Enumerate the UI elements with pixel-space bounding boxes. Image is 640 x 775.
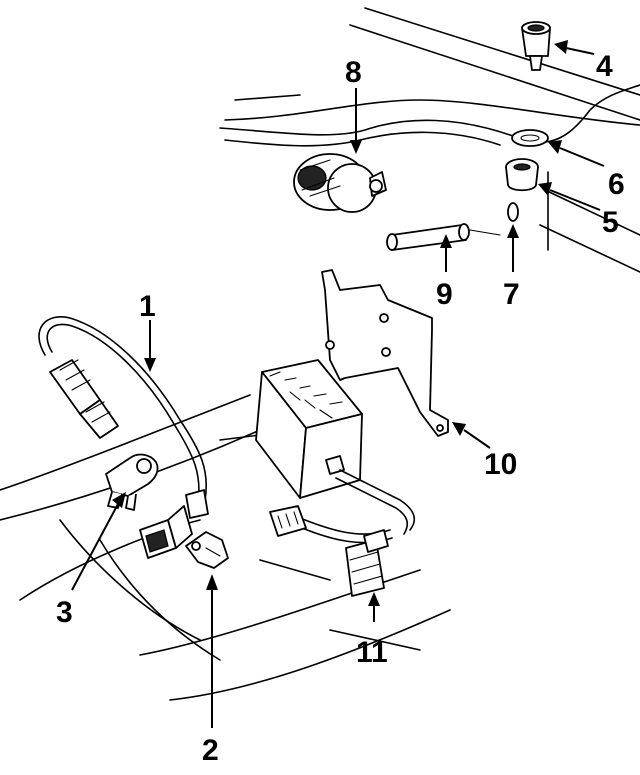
callout-7: 7 <box>503 278 520 311</box>
callout-9: 9 <box>436 278 453 311</box>
callout-4: 4 <box>596 50 613 83</box>
control-module <box>255 359 363 499</box>
part-10-bracket <box>321 269 449 437</box>
part-4-fitting <box>521 21 551 71</box>
leaders <box>71 40 605 728</box>
callout-11: 11 <box>356 636 388 669</box>
callout-5: 5 <box>602 206 619 239</box>
part-6-washer <box>511 129 549 147</box>
part-1-sensor-cable <box>38 316 209 519</box>
part-2-sensor <box>185 531 229 569</box>
part-9-rod <box>386 223 470 251</box>
part-7-clip <box>507 202 519 222</box>
callout-8: 8 <box>345 56 362 89</box>
callout-3: 3 <box>56 596 73 629</box>
part-8-actuator <box>293 153 387 213</box>
upper-body-panel <box>219 7 640 273</box>
part-3-clip <box>105 453 159 511</box>
part-11-harness <box>269 469 416 597</box>
part-5-bushing <box>505 158 539 192</box>
callout-2: 2 <box>202 734 219 767</box>
callout-6: 6 <box>608 168 625 201</box>
sensor-connector <box>139 505 193 559</box>
callout-1: 1 <box>139 290 156 323</box>
callout-10: 10 <box>484 448 517 481</box>
